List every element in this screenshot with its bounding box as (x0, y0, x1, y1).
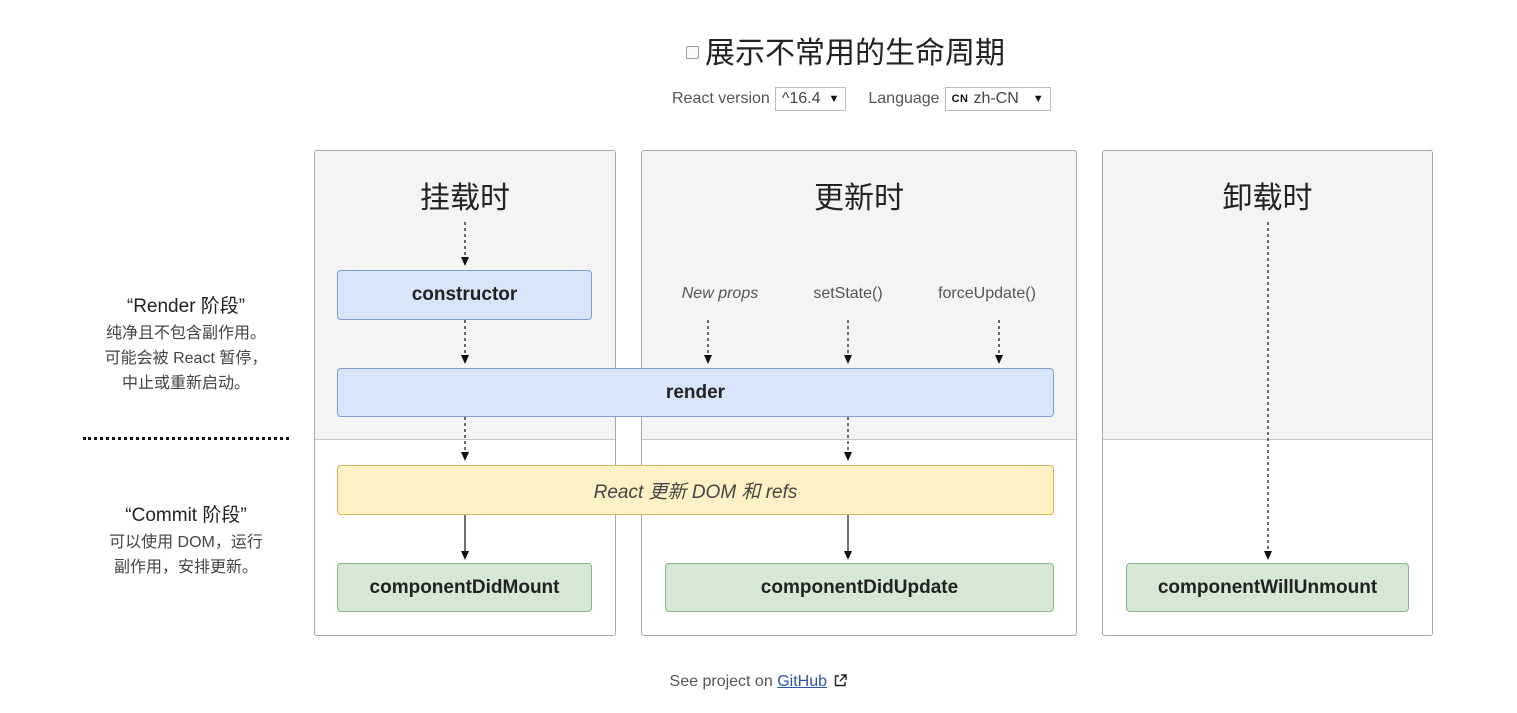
chevron-down-icon: ▼ (1032, 93, 1044, 105)
updating-title: 更新时 (814, 182, 904, 215)
render-stage-desc-line: 中止或重新启动。 (121, 375, 250, 392)
render-stage-desc-line: 可能会被 React 暂停， (104, 350, 268, 367)
component-did-update-box: componentDidUpdate (665, 563, 1054, 612)
react-version-label: React version (672, 90, 770, 107)
commit-stage-title: “Commit 阶段” (125, 505, 247, 526)
react-updates-dom-box: React 更新 DOM 和 refs (337, 465, 1054, 515)
language-value: zh-CN (973, 90, 1019, 107)
component-did-mount-box: componentDidMount (337, 563, 592, 612)
trigger-set-state: setState() (813, 285, 883, 302)
chevron-down-icon: ▼ (828, 93, 840, 105)
language-flag-icon: CN (951, 93, 969, 105)
render-stage-title: “Render 阶段” (126, 296, 246, 317)
commit-stage-description: 可以使用 DOM，运行 副作用，安排更新。 (76, 530, 296, 580)
trigger-new-props: New props (681, 285, 759, 302)
show-rare-lifecycles-label[interactable]: 展示不常用的生命周期 (705, 37, 1005, 70)
controls-bar: React version ^16.4 ▼ Language CN zh-CN … (672, 86, 1051, 112)
language-select[interactable]: CN zh-CN ▼ (944, 87, 1051, 111)
footer: See project on GitHub (0, 673, 1517, 692)
language-label: Language (868, 90, 940, 107)
header-title: 展示不常用的生命周期 (686, 30, 1005, 70)
mounting-title: 挂载时 (420, 182, 510, 215)
react-version-value: ^16.4 (781, 90, 821, 107)
unmounting-title: 卸载时 (1222, 182, 1313, 215)
commit-stage-desc-line: 可以使用 DOM，运行 (109, 534, 263, 551)
render-stage-desc-line: 纯净且不包含副作用。 (105, 325, 266, 342)
footer-prefix: See project on (669, 673, 773, 690)
constructor-box: constructor (337, 270, 592, 320)
render-box: render (337, 368, 1054, 417)
component-will-unmount-box: componentWillUnmount (1126, 563, 1409, 612)
github-link[interactable]: GitHub (777, 673, 827, 690)
react-version-select[interactable]: ^16.4 ▼ (774, 87, 847, 111)
render-stage-description: 纯净且不包含副作用。 可能会被 React 暂停， 中止或重新启动。 (76, 321, 296, 396)
external-link-icon (834, 674, 848, 692)
commit-stage-desc-line: 副作用，安排更新。 (113, 559, 258, 576)
trigger-force-update: forceUpdate() (938, 285, 1036, 302)
stage-divider (83, 437, 289, 440)
show-rare-lifecycles-checkbox[interactable] (686, 45, 699, 59)
